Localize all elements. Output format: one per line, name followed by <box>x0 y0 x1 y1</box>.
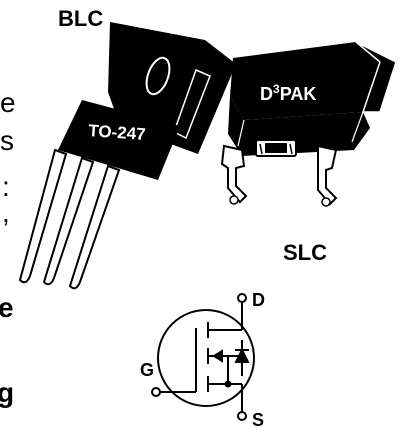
mounting-hole-icon <box>145 56 171 96</box>
text-fragment: , <box>2 197 10 228</box>
text-fragment: e <box>0 292 14 323</box>
text-fragment: : <box>2 171 10 202</box>
to247-label: TO-247 <box>88 121 147 144</box>
d3pak-label: D3PAK <box>260 82 316 104</box>
d3pak-top <box>230 42 380 120</box>
source-terminal <box>237 411 247 421</box>
drain-label: D <box>252 290 265 310</box>
d3pak-right-side <box>355 41 397 113</box>
source-label: S <box>252 410 264 430</box>
slc-label: SLC <box>283 240 327 265</box>
mosfet-symbol <box>151 293 255 421</box>
mosfet-envelope <box>157 309 255 407</box>
text-fragment: e <box>0 87 16 118</box>
to247-leads <box>18 148 121 290</box>
d3pak-leads <box>220 139 338 206</box>
d3pak-package: D3PAK <box>220 41 397 207</box>
to247-package: TO-247 <box>18 22 236 290</box>
to247-body <box>58 100 180 180</box>
text-fragment: s <box>0 125 14 156</box>
lead-pad <box>229 195 239 205</box>
gate-label: G <box>140 360 154 380</box>
blc-label: BLC <box>58 6 103 31</box>
drain-terminal <box>237 293 247 303</box>
text-fragment: g <box>0 377 14 408</box>
to247-edge-highlight <box>173 68 211 140</box>
gate-terminal <box>151 387 161 397</box>
body-diode-icon <box>234 347 250 363</box>
clipped-left-text: e s : , e g <box>0 87 16 408</box>
lead-pad <box>321 197 331 207</box>
